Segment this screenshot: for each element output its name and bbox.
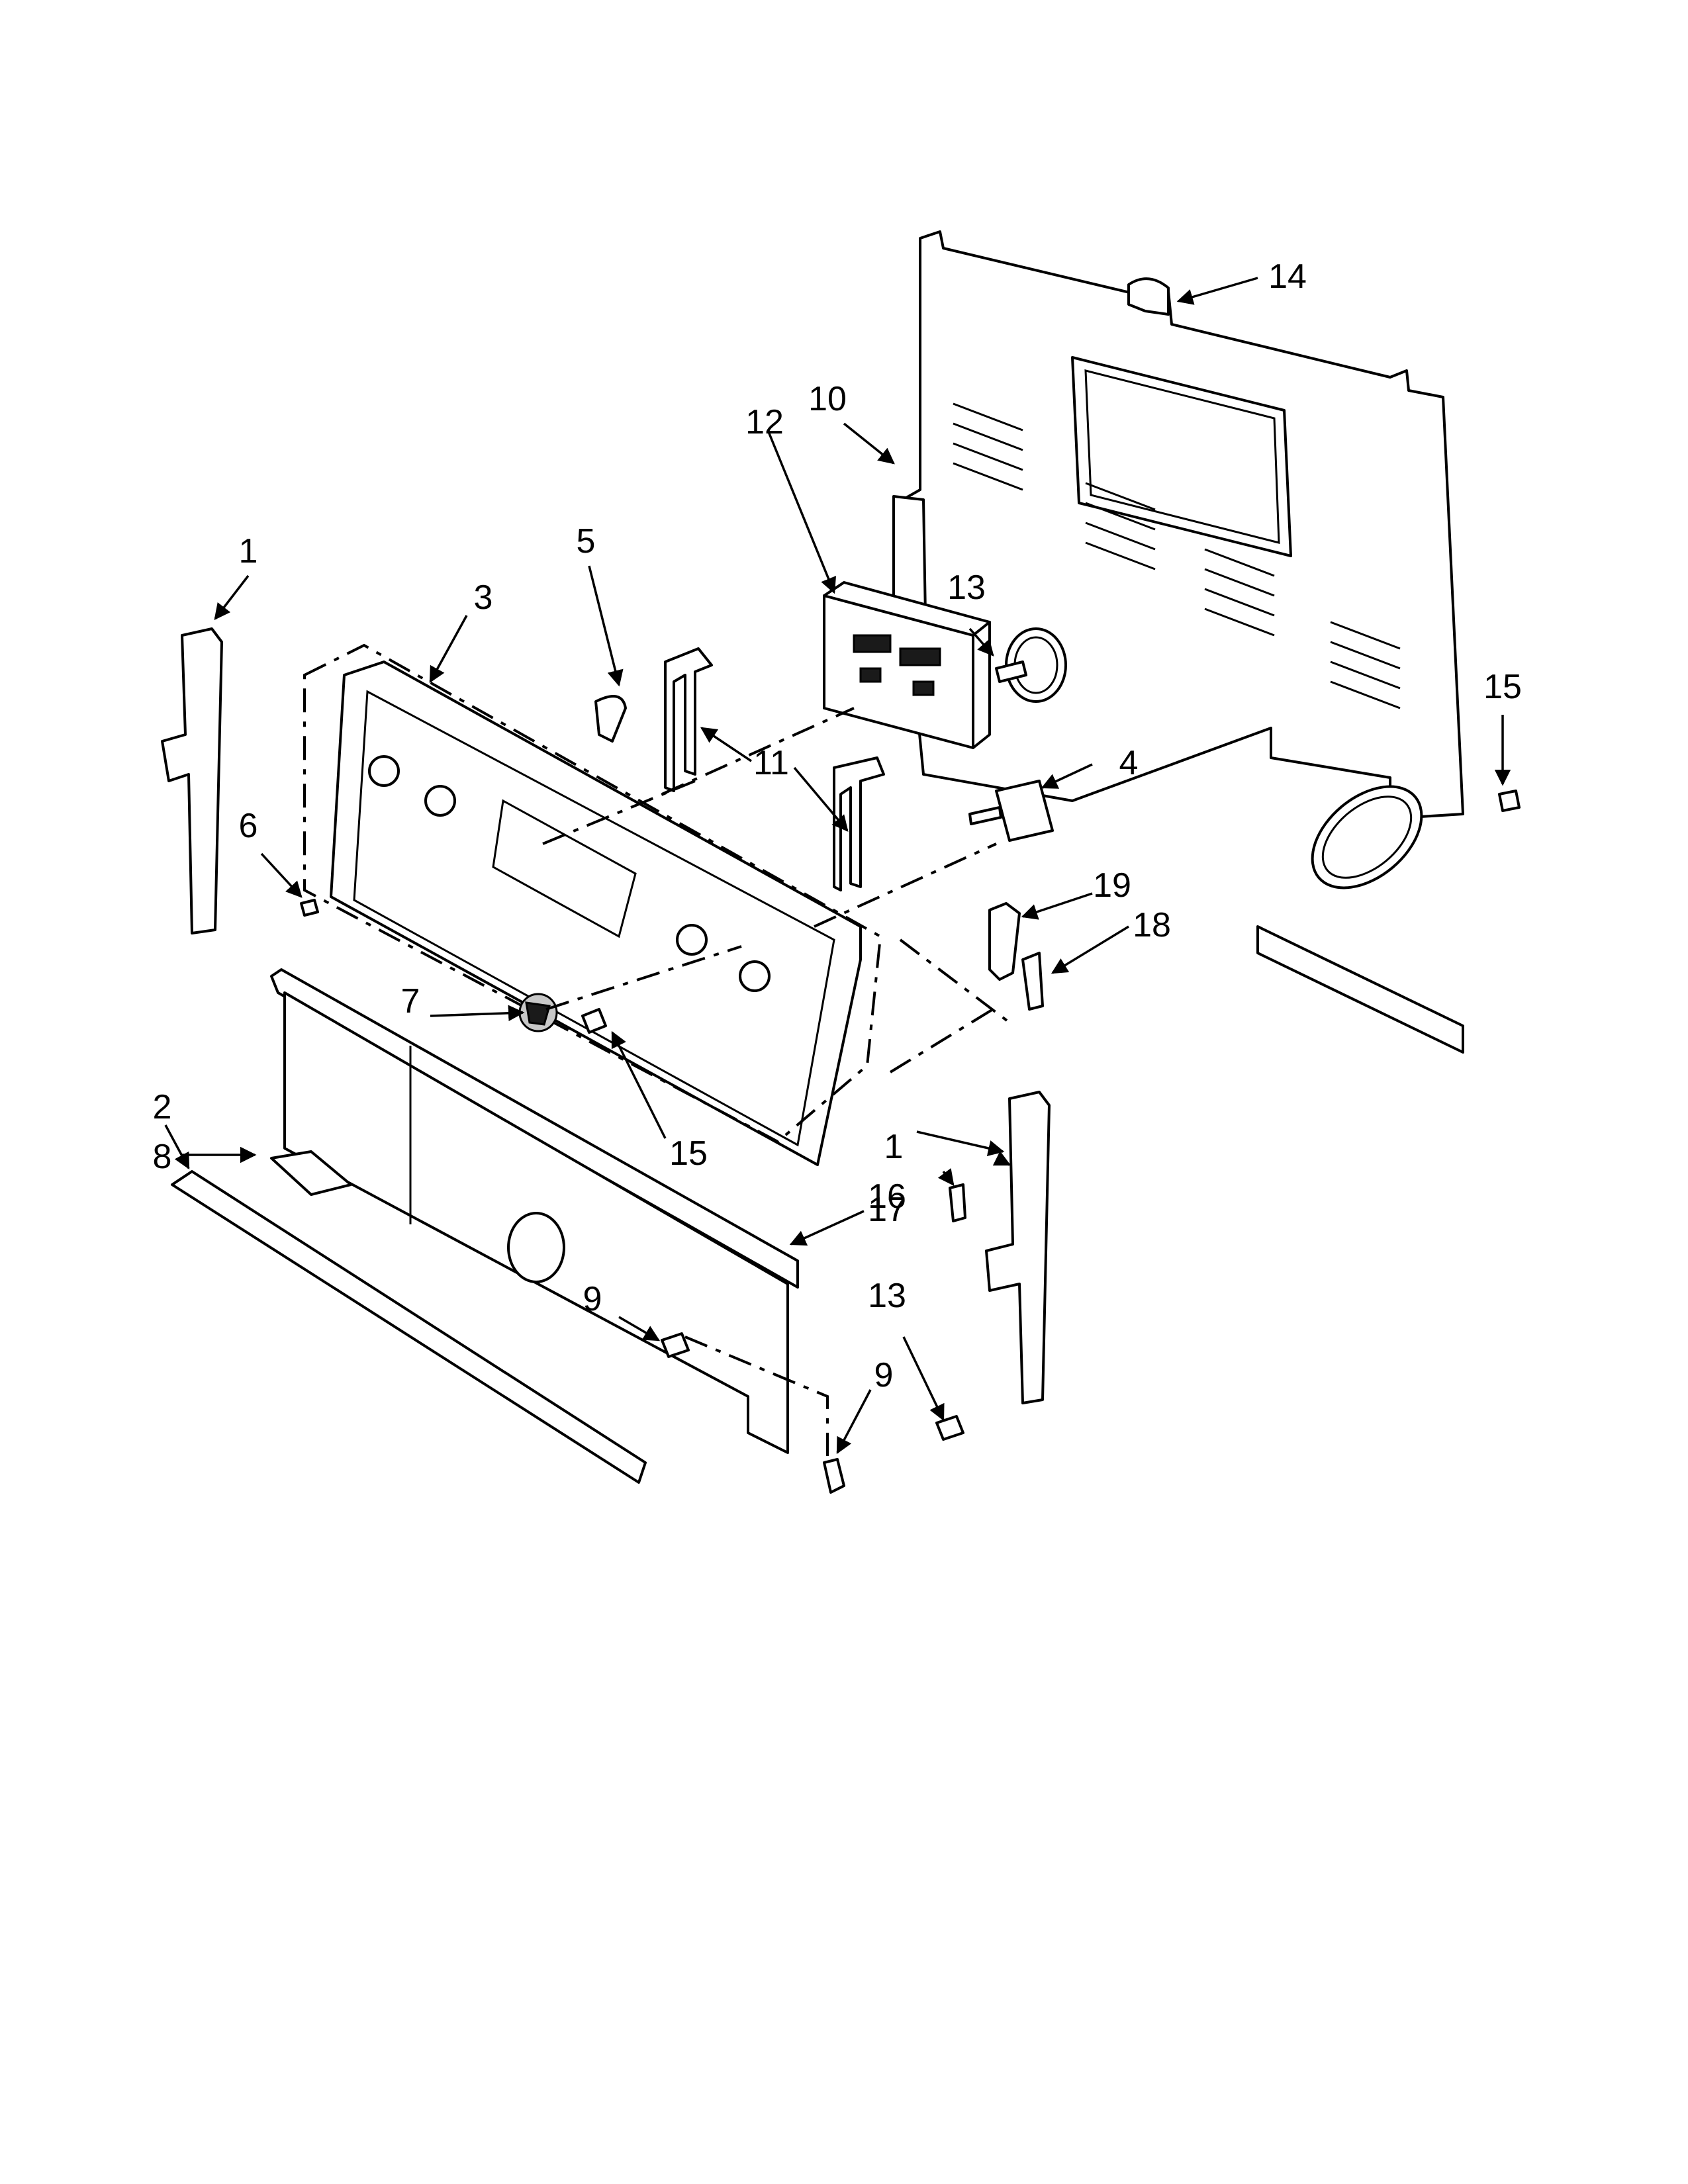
screw-15-rear [1498, 790, 1521, 812]
callout-label: 1 [239, 532, 258, 570]
callout-label: 8 [153, 1138, 172, 1176]
end-cap-left [161, 627, 223, 934]
callout-label: 13 [868, 1277, 906, 1315]
sensor-assembly [988, 902, 1044, 1011]
bracket-11-lower [833, 756, 885, 891]
switch-4 [968, 780, 1054, 842]
callout-label: 3 [474, 578, 493, 617]
callout-label: 14 [1268, 257, 1307, 296]
callout-label: 15 [669, 1134, 708, 1173]
callout-label: 19 [1093, 866, 1131, 905]
callout-label: 10 [808, 380, 847, 418]
callout-labels: 1 1 2 3 4 5 6 7 8 9 9 10 11 12 13 13 14 … [153, 257, 1522, 1394]
wire-harness [594, 695, 627, 743]
callout-label: 6 [239, 807, 258, 845]
knob-7 [518, 993, 558, 1032]
callout-label: 7 [401, 982, 420, 1021]
support-bar [171, 1170, 647, 1484]
callout-label: 4 [1119, 744, 1139, 782]
screw-9-upper [661, 1332, 690, 1358]
callout-label: 9 [583, 1280, 602, 1318]
callout-label: 5 [577, 522, 596, 561]
manifold-panel [270, 968, 799, 1454]
control-panel [330, 660, 862, 1166]
clip-14 [1127, 277, 1170, 316]
leader-lines [164, 277, 1511, 1455]
callout-label: 12 [745, 403, 784, 441]
end-cap-right [985, 1091, 1051, 1404]
callout-label: 13 [947, 569, 986, 607]
grommet-13 [995, 627, 1067, 703]
screw-15-front [581, 1008, 607, 1034]
electronic-control [823, 581, 991, 749]
callout-label: 16 [868, 1177, 906, 1216]
callout-label: 2 [153, 1088, 172, 1126]
screw-9-lower [823, 1458, 845, 1494]
assembly-lines [542, 707, 1011, 1456]
callout-label: 18 [1133, 906, 1171, 944]
callout-label: 1 [884, 1128, 904, 1166]
callout-label: 11 [753, 744, 789, 782]
clip-16 [949, 1183, 966, 1222]
panel-outline-dash [303, 643, 882, 1144]
callout-label: 15 [1483, 668, 1522, 706]
bracket-11-upper [664, 647, 713, 792]
screw-13-lower [935, 1415, 964, 1441]
screw-6 [300, 899, 319, 917]
callout-label: 9 [874, 1356, 894, 1394]
